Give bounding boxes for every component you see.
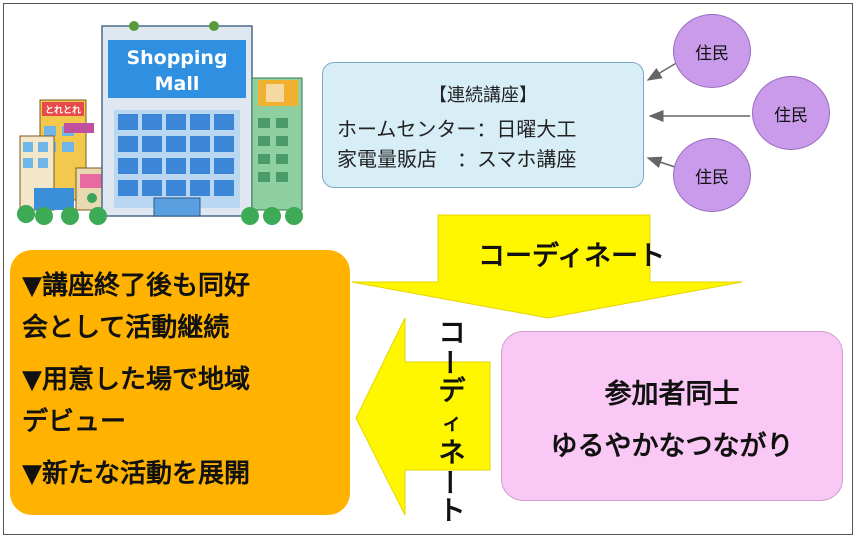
participants-line2: ゆるやかなつながり bbox=[550, 431, 794, 462]
left-arrow-char: ト bbox=[438, 496, 466, 527]
result-item-1-line2: 会として活動継続 bbox=[22, 313, 230, 343]
course-info-home-center: ホームセンター：日曜大工 bbox=[337, 117, 577, 141]
result-box: ▼講座終了後も同好 会として活動継続 ▼用意した場で地域 デビュー ▼新たな活動… bbox=[10, 250, 350, 515]
left-arrow-char: ー bbox=[432, 349, 463, 376]
left-arrow-char: ー bbox=[432, 469, 463, 496]
left-arrow-label: コ ー デ ィ ネ ー ト bbox=[432, 318, 472, 527]
course-info-title: 【連続講座】 bbox=[429, 85, 537, 106]
left-arrow-char: ネ bbox=[438, 438, 466, 469]
down-arrow-label: コーディネート bbox=[478, 241, 666, 272]
diagram-frame bbox=[3, 3, 853, 535]
result-item-2-line2: デビュー bbox=[22, 407, 127, 437]
resident-label: 住民 bbox=[695, 167, 729, 188]
left-arrow-char: ィ bbox=[442, 410, 462, 434]
course-info-box: 【連続講座】 ホームセンター：日曜大工 家電量販店 ：スマホ講座 bbox=[322, 62, 644, 188]
result-item-2-line1: ▼用意した場で地域 bbox=[22, 365, 250, 395]
participants-line1: 参加者同士 bbox=[604, 379, 740, 410]
left-arrow-char: コ bbox=[438, 318, 466, 349]
result-item-3: ▼新たな活動を展開 bbox=[22, 459, 250, 489]
resident-circle-1: 住民 bbox=[673, 14, 751, 88]
sign-text-mall: Mall bbox=[155, 73, 200, 95]
resident-label: 住民 bbox=[695, 43, 729, 64]
left-arrow-char: デ bbox=[438, 376, 466, 407]
resident-circle-3: 住民 bbox=[673, 138, 751, 212]
resident-label: 住民 bbox=[774, 105, 808, 126]
shopping-mall-illustration: とれとれ Shopping Mall bbox=[17, 21, 303, 225]
course-info-electronics: 家電量販店 ：スマホ講座 bbox=[337, 147, 577, 171]
resident-circle-2: 住民 bbox=[752, 76, 830, 150]
sign-text-shopping: Shopping bbox=[126, 47, 227, 69]
svg-text:とれとれ: とれとれ bbox=[45, 105, 81, 116]
participants-box: 参加者同士 ゆるやかなつながり bbox=[501, 331, 843, 501]
result-item-1-line1: ▼講座終了後も同好 bbox=[22, 271, 250, 301]
